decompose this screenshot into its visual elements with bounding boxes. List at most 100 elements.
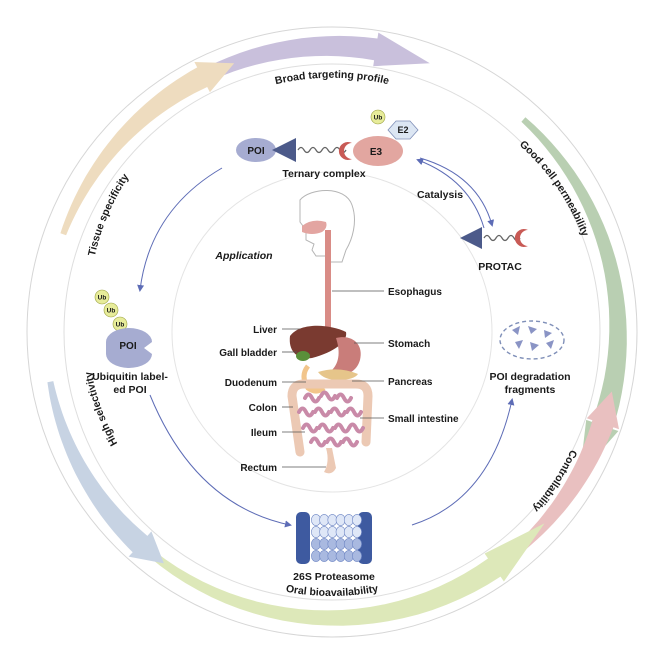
organ-label-duodenum: Duodenum bbox=[225, 378, 277, 389]
intestine-loop bbox=[333, 422, 351, 434]
middle-circle bbox=[63, 63, 601, 601]
intestine-loop bbox=[329, 406, 347, 418]
proteasome-subunit bbox=[335, 550, 346, 562]
ubiquitin-labeled-poi: Ub Ub Ub POI Ubiquitin label- ed POI bbox=[92, 289, 168, 396]
fragment-shape bbox=[544, 330, 552, 338]
fragment-shape bbox=[530, 342, 539, 351]
intestine-loop bbox=[303, 392, 321, 404]
proteasome-subunit bbox=[311, 550, 321, 562]
arrow-catalysis-down bbox=[419, 157, 495, 227]
fragments-label-2: fragments bbox=[505, 384, 556, 396]
intestine-loop bbox=[319, 390, 337, 402]
proteasome-subunit bbox=[343, 526, 354, 538]
arrow-to-proteasome bbox=[149, 394, 292, 528]
e3-ligase-shape bbox=[353, 136, 403, 166]
organ-label-small-intestine: Small intestine bbox=[388, 414, 459, 425]
ternary-poi-label: POI bbox=[247, 146, 264, 157]
intestine-loop bbox=[313, 406, 331, 418]
fragment-shape bbox=[515, 340, 523, 349]
proteasome-subunit bbox=[343, 550, 354, 562]
e3-ligand-shape bbox=[338, 142, 352, 161]
intestine-loop bbox=[347, 422, 365, 434]
fragment-shape bbox=[528, 326, 537, 334]
organ-label-gall-bladder: Gall bladder bbox=[219, 348, 277, 359]
proteasome-subunit bbox=[311, 538, 321, 550]
esophagus-shape bbox=[325, 230, 331, 340]
proteasome-subunit bbox=[319, 526, 330, 538]
ubiquitin-poi-label-2: ed POI bbox=[113, 384, 146, 396]
proteasome-subunit bbox=[327, 526, 338, 538]
organ-leader-lines bbox=[282, 290, 384, 468]
arrow-to-ubiquitination bbox=[137, 167, 223, 292]
ub-label: Ub bbox=[107, 308, 116, 315]
proteasome-subunit bbox=[327, 550, 338, 562]
ring-arrow-controllability bbox=[473, 391, 619, 583]
intestine-loop bbox=[335, 392, 353, 404]
arrow-catalysis-up bbox=[416, 158, 485, 229]
organ-label-colon: Colon bbox=[249, 403, 277, 414]
proteasome-subunit bbox=[319, 514, 330, 526]
oral-cavity-shape bbox=[302, 220, 327, 234]
proteasome-subunit bbox=[335, 514, 346, 526]
organ-label-liver: Liver bbox=[253, 325, 277, 336]
proteasome-label: 26S Proteasome bbox=[293, 571, 375, 583]
proteasome-subunit bbox=[319, 550, 330, 562]
proteasome: 26S Proteasome bbox=[293, 512, 375, 583]
proteasome-subunit bbox=[335, 526, 346, 538]
proteasome-subunit bbox=[311, 526, 321, 538]
protac-label: PROTAC bbox=[478, 261, 522, 273]
intestine-loop bbox=[309, 436, 327, 448]
ternary-complex-label: Ternary complex bbox=[282, 168, 365, 180]
intestine-loop bbox=[325, 436, 343, 448]
ternary-ub-label: Ub bbox=[374, 115, 383, 122]
outer-circle bbox=[26, 26, 638, 638]
organ-label-rectum: Rectum bbox=[240, 463, 277, 474]
organ-label-stomach: Stomach bbox=[388, 339, 430, 350]
ub-poi-label: POI bbox=[119, 341, 136, 352]
colon-shape bbox=[287, 379, 373, 457]
proteasome-subunit bbox=[352, 550, 362, 562]
linker-shape bbox=[297, 146, 347, 154]
organ-label-ileum: Ileum bbox=[251, 428, 277, 439]
ub-shape bbox=[103, 302, 119, 318]
ring-arrow-tissue-specificity bbox=[60, 62, 235, 236]
catalysis-label: Catalysis bbox=[417, 189, 463, 201]
fragments-boundary bbox=[499, 320, 565, 360]
intestine-loop bbox=[297, 406, 315, 418]
gall-bladder-shape bbox=[296, 351, 310, 361]
inner-circle bbox=[171, 171, 493, 493]
organ-labels-left: Liver Gall bladder Duodenum Colon Ileum … bbox=[219, 325, 277, 474]
head-outline bbox=[299, 190, 355, 263]
proteasome-cap-left bbox=[296, 512, 310, 564]
digestive-illustration bbox=[287, 190, 373, 474]
rectum-shape bbox=[324, 448, 336, 474]
application-title: Application bbox=[214, 250, 272, 262]
proteasome-subunit bbox=[327, 538, 338, 550]
ub-shape bbox=[370, 109, 386, 125]
stomach-shape bbox=[332, 337, 361, 375]
proteasome-subunit bbox=[335, 538, 346, 550]
ub-label: Ub bbox=[116, 322, 125, 329]
pancreas-shape bbox=[318, 369, 358, 380]
protac-linker-shape bbox=[483, 234, 521, 242]
ring-label-oral-bioavailability: Oral bioavailability bbox=[285, 583, 379, 599]
poi-shape bbox=[106, 328, 152, 368]
small-intestine-shape bbox=[297, 390, 365, 448]
liver-shape bbox=[289, 325, 347, 359]
intestine-loop bbox=[317, 422, 335, 434]
organ-label-esophagus: Esophagus bbox=[388, 287, 442, 298]
intestine-loop bbox=[301, 422, 319, 434]
proteasome-subunit bbox=[311, 514, 321, 526]
intestine-loop bbox=[345, 406, 363, 418]
proteasome-core bbox=[311, 514, 362, 562]
arrow-to-fragments bbox=[411, 398, 515, 526]
proteasome-cap-right bbox=[358, 512, 372, 564]
ring-label-broad-targeting: Broad targeting profile bbox=[274, 69, 390, 87]
ternary-complex: POI E3 E2 Ub Ternary complex bbox=[236, 109, 419, 180]
ub-label: Ub bbox=[98, 295, 107, 302]
degradation-fragments: POI degradation fragments bbox=[489, 320, 571, 396]
protac-head-shape bbox=[460, 227, 482, 249]
proteasome-subunit bbox=[352, 538, 362, 550]
